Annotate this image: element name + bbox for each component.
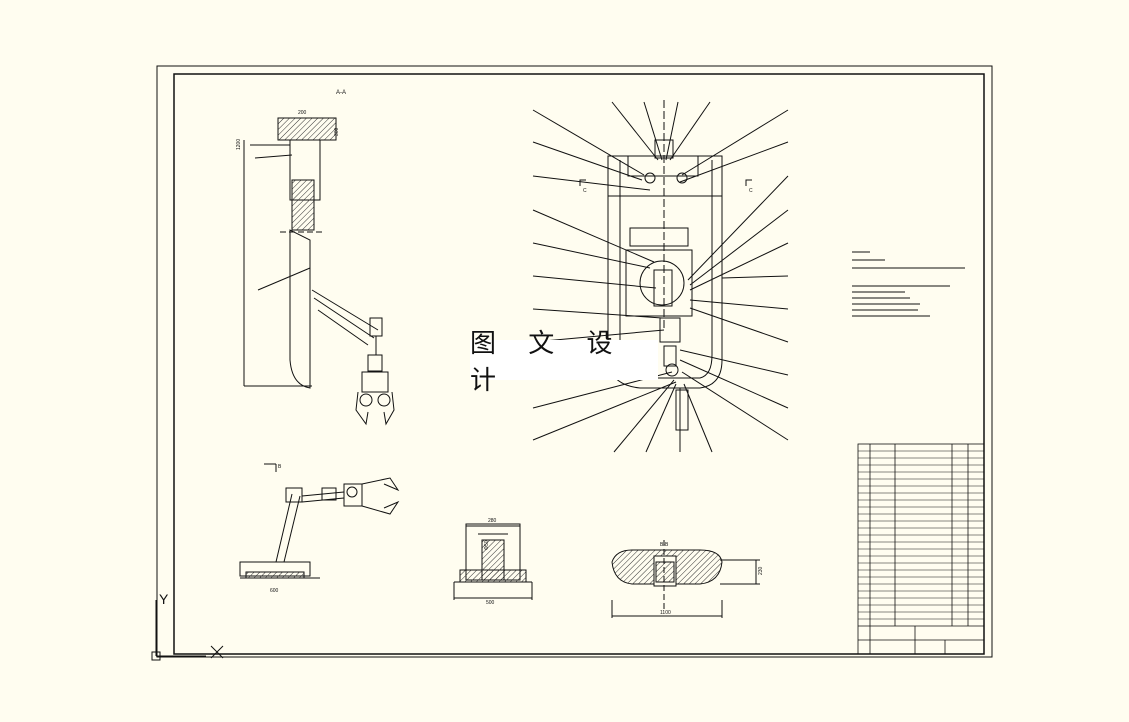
view-label-bottom-left: B — [278, 464, 282, 470]
dimension-230: 230 — [758, 566, 764, 575]
view-label-b-b: B-B — [660, 542, 669, 548]
watermark-logo: 图 文 设 计 — [470, 329, 658, 396]
dimension-1200: 1200 — [236, 139, 242, 150]
section-marker-left: C — [583, 188, 587, 194]
view-top-assembly — [532, 100, 789, 453]
dimension-500: 500 — [486, 600, 495, 606]
view-side-arm — [243, 117, 395, 426]
view-arm-elevation — [239, 463, 400, 579]
technical-notes — [852, 251, 965, 317]
dimension-200: 200 — [298, 110, 307, 116]
dimension-600: 600 — [270, 588, 279, 594]
dimension-280: 280 — [488, 518, 497, 524]
sheet-inner-border — [173, 73, 985, 655]
section-marker-right: C — [749, 188, 753, 194]
ucs-axis-icon — [151, 600, 224, 661]
dimension-300: 300 — [334, 127, 340, 136]
parts-list-rows — [858, 450, 984, 620]
ucs-label-y: Y — [159, 591, 169, 607]
dimension-1100: 1100 — [660, 610, 671, 616]
sheet-outer-border — [156, 65, 993, 658]
view-label-top-left: A-A — [336, 90, 346, 96]
dimension-phi50: Φ50 — [484, 540, 490, 550]
view-section-b — [611, 540, 760, 618]
view-bracket-section — [453, 523, 533, 600]
